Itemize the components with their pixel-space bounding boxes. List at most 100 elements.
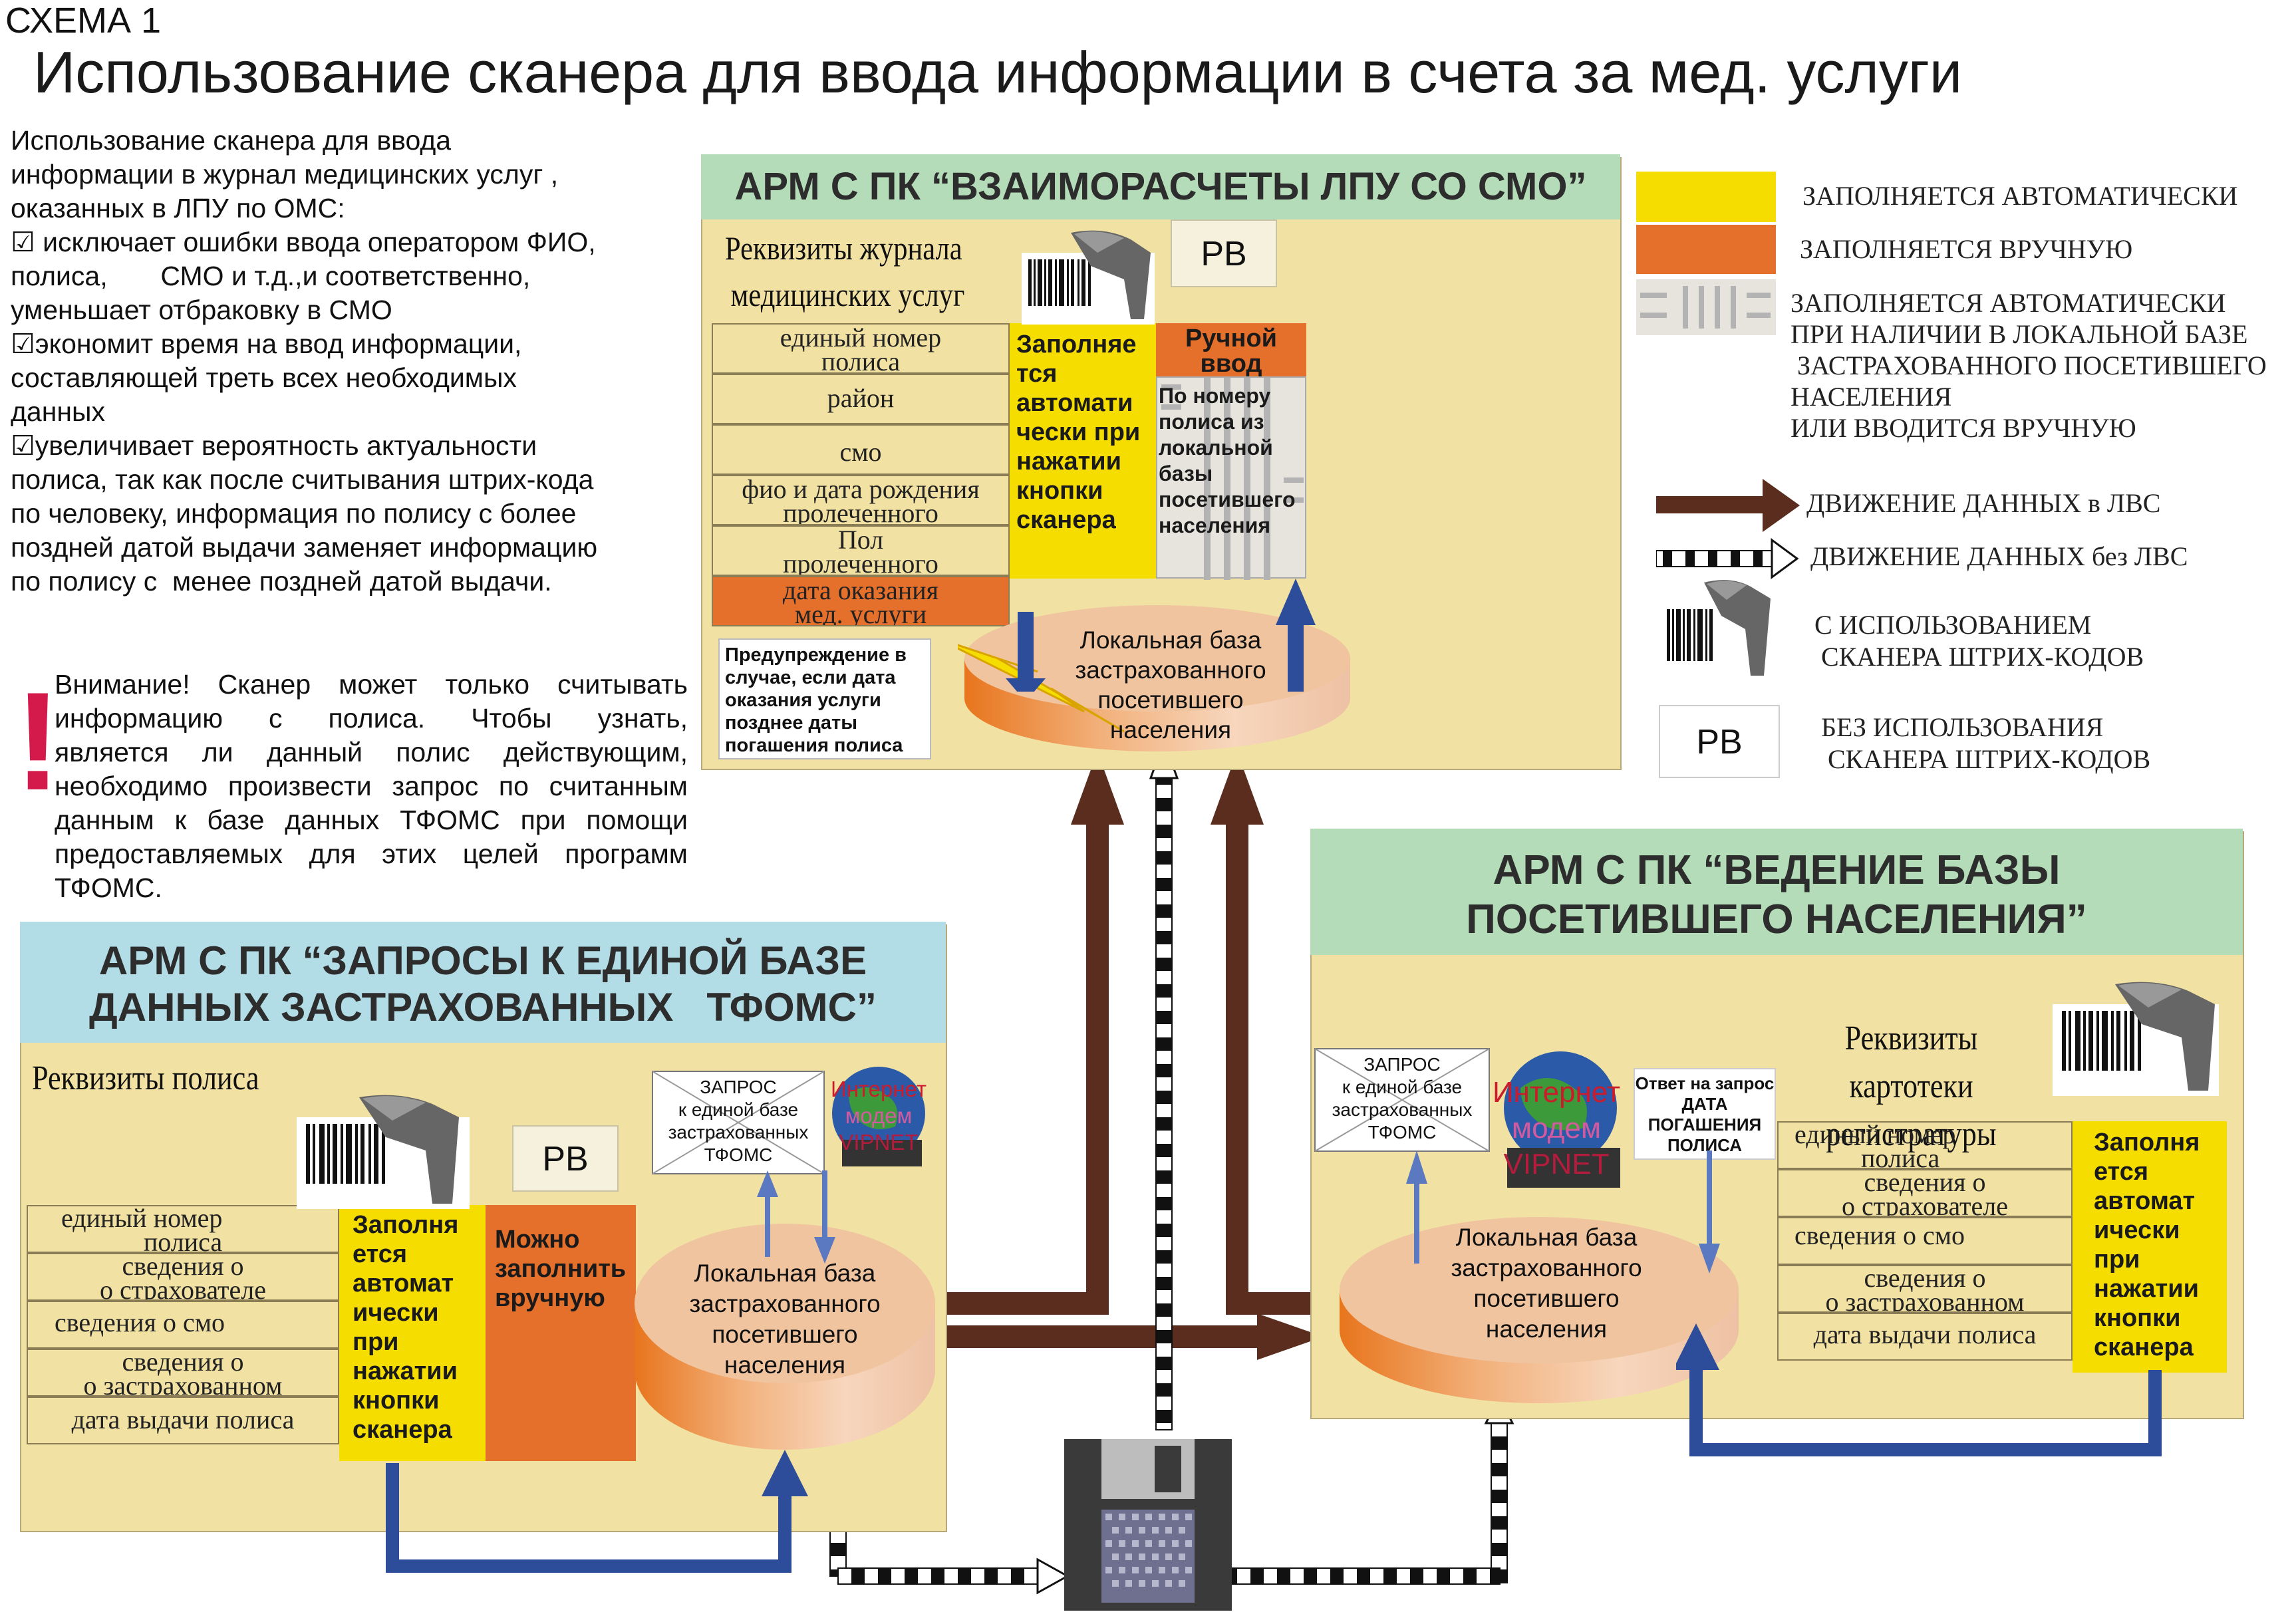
panel-right-title: АРМ С ПК “ВЕДЕНИЕ БАЗЫ ПОСЕТИВШЕГО НАСЕЛ…: [1310, 829, 2243, 944]
request-text: ЗАПРОС к единой базе застрахованных ТФОМ…: [1314, 1053, 1490, 1144]
field-label: о страхователе: [1842, 1191, 2008, 1217]
auto-fill-block: Заполняе тся автомати чески при нажатии …: [1010, 323, 1156, 579]
floppy-disk-icon: [1064, 1439, 1232, 1611]
internet-line: VIPNET: [839, 1130, 919, 1154]
internet-globe-icon: [1504, 1051, 1620, 1188]
field-label: полиса: [1861, 1143, 1940, 1169]
right-blue-arrow: [1676, 1323, 2162, 1456]
field-row: дата выдачи полиса: [27, 1397, 339, 1444]
field-label: пролеченного: [783, 498, 938, 525]
panel-top-subtitle: Реквизиты журнала медицинских услуг: [725, 225, 964, 318]
request-line: ТФОМС: [1367, 1122, 1437, 1143]
internet-line: модем: [1511, 1112, 1602, 1145]
field-row: дата выдачи полиса: [1777, 1313, 2073, 1361]
panel-top-title: АРМ С ПК “ВЗАИМОРАСЧЕТЫ ЛПУ СО СМО”: [734, 165, 1587, 208]
intro-line: ☑увеличивает вероятность актуальности: [11, 430, 537, 461]
field-label: Пол: [837, 525, 884, 555]
legend-line: ИЛИ ВВОДИТСЯ ВРУЧНУЮ: [1791, 413, 2136, 443]
field-row: сведения о смо: [27, 1301, 339, 1349]
internet-text: Интернет модем VIPNET: [822, 1076, 935, 1156]
field-label: дата оказания: [782, 576, 939, 605]
subtitle-line: медицинских услуг: [730, 276, 965, 313]
db-label-line: посетившего: [1473, 1285, 1620, 1312]
request-line: к единой базе: [678, 1099, 799, 1120]
left-blue-arrow: [386, 1450, 808, 1573]
answer-line: ДАТА: [1681, 1094, 1728, 1114]
field-label: район: [827, 383, 895, 413]
db-label-line: Локальная база: [1079, 626, 1262, 654]
request-envelope: [1314, 1048, 1490, 1152]
auto-fill-block: Заполня ется автомат ически при нажатии …: [339, 1205, 486, 1461]
intro-line: составляющей треть всех необходимых: [11, 362, 517, 393]
field-label: пролеченного: [783, 549, 938, 576]
legend-line: ЗАСТРАХОВАННОГО ПОСЕТИВШЕГО: [1791, 350, 2267, 380]
local-db-fill-text: По номеру полиса из локальной базы посет…: [1159, 384, 1296, 537]
intro-line: оказанных в ЛПУ по ОМС:: [11, 193, 345, 223]
header-line: АРМ С ПК “ВЕДЕНИЕ БАЗЫ: [1493, 847, 2061, 893]
field-label: дата выдачи полиса: [71, 1405, 295, 1434]
warning-line: информацию с полиса. Чтобы узнать,: [55, 703, 688, 734]
warning-line: ТФОМС.: [55, 873, 162, 903]
legend-pb-badge: РВ: [1659, 705, 1780, 778]
local-db-fill-block: По номеру полиса из локальной базы посет…: [1156, 376, 1306, 580]
legend-manual-swatch: [1636, 225, 1776, 274]
field-row: смо: [712, 424, 1010, 475]
stripe-pattern: [1161, 378, 1304, 580]
answer-line: Ответ на запрос: [1635, 1073, 1775, 1093]
field-label: сведения о: [122, 1253, 244, 1281]
legend-local-swatch: [1636, 279, 1776, 335]
legend-scanner-icon: [1661, 580, 1775, 681]
panel-left-title: АРМ С ПК “ЗАПРОСЫ К ЕДИНОЙ БАЗЕ ДАННЫХ З…: [20, 922, 946, 1031]
barcode-scanner-icon: [1022, 230, 1155, 325]
intro-line: Использование сканера для ввода: [11, 125, 452, 156]
legend-local-text: ЗАПОЛНЯЕТСЯ АВТОМАТИЧЕСКИ ПРИ НАЛИЧИИ В …: [1791, 287, 2267, 444]
legend-scanner-text: С ИСПОЛЬЗОВАНИЕМ СКАНЕРА ШТРИХ-КОДОВ: [1814, 609, 2144, 673]
field-label: фио и дата рождения: [742, 475, 980, 504]
request-line: застрахованных: [668, 1122, 809, 1143]
legend-line: ЗАПОЛНЯЕТСЯ АВТОМАТИЧЕСКИ: [1791, 288, 2226, 318]
legend-line: БЕЗ ИСПОЛЬЗОВАНИЯ: [1821, 712, 2104, 742]
legend-lan-text: ДВИЖЕНИЕ ДАННЫХ в ЛВС: [1806, 488, 2161, 518]
db-label-line: застрахованного: [1075, 656, 1266, 684]
field-row: сведения о смо: [1777, 1217, 2073, 1265]
field-label: о страхователе: [100, 1275, 266, 1301]
legend-line: ПРИ НАЛИЧИИ В ЛОКАЛЬНОЙ БАЗЕ: [1791, 319, 2248, 349]
manual-entry-badge: РВ: [1171, 219, 1277, 287]
panel-top-header: АРМ С ПК “ВЗАИМОРАСЧЕТЫ ЛПУ СО СМО”: [701, 154, 1620, 219]
field-label: о застрахованном: [1825, 1287, 2025, 1313]
field-label: сведения о смо: [55, 1307, 225, 1337]
db-label-line: населения: [1485, 1315, 1608, 1343]
legend-nolan-arrow: [1656, 538, 1799, 579]
db-label-line: Локальная база: [1455, 1224, 1638, 1251]
field-label: сведения о: [122, 1349, 244, 1377]
internet-line: VIPNET: [1503, 1148, 1610, 1180]
subtitle-line: Реквизиты: [1844, 1019, 1978, 1057]
internet-line: Интернет: [831, 1077, 927, 1101]
db-label-line: застрахованного: [1451, 1254, 1642, 1281]
subtitle-line: Реквизиты журнала: [725, 229, 962, 267]
legend-auto-text: ЗАПОЛНЯЕТСЯ АВТОМАТИЧЕСКИ: [1802, 181, 2238, 211]
internet-line: модем: [845, 1103, 913, 1128]
db-label-line: Локальная база: [694, 1260, 876, 1287]
barcode-scanner-icon: [297, 1095, 470, 1209]
field-label: сведения о смо: [1794, 1220, 1965, 1250]
request-line: ЗАПРОС: [700, 1077, 777, 1097]
manual-entry-block: Можно заполнить вручную: [486, 1205, 636, 1461]
panel-left-subtitle: Реквизиты полиса: [32, 1059, 259, 1097]
manual-entry-badge: РВ: [512, 1125, 619, 1192]
legend-nolan-text: ДВИЖЕНИЕ ДАННЫХ без ЛВС: [1810, 541, 2188, 571]
warning-line: данным к базе данных ТФОМС при помощи: [55, 805, 688, 835]
header-line: ДАННЫХ ЗАСТРАХОВАННЫХ ТФОМС”: [89, 985, 877, 1029]
warning-mark: !: [15, 663, 61, 819]
legend-auto-swatch: [1636, 172, 1776, 222]
database-cylinder: [1340, 1217, 1739, 1403]
database-cylinder: [635, 1224, 935, 1450]
field-label: сведения о: [1864, 1169, 1986, 1197]
scheme-label: СХЕМА 1: [5, 1, 162, 41]
field-label: полиса: [821, 346, 901, 374]
